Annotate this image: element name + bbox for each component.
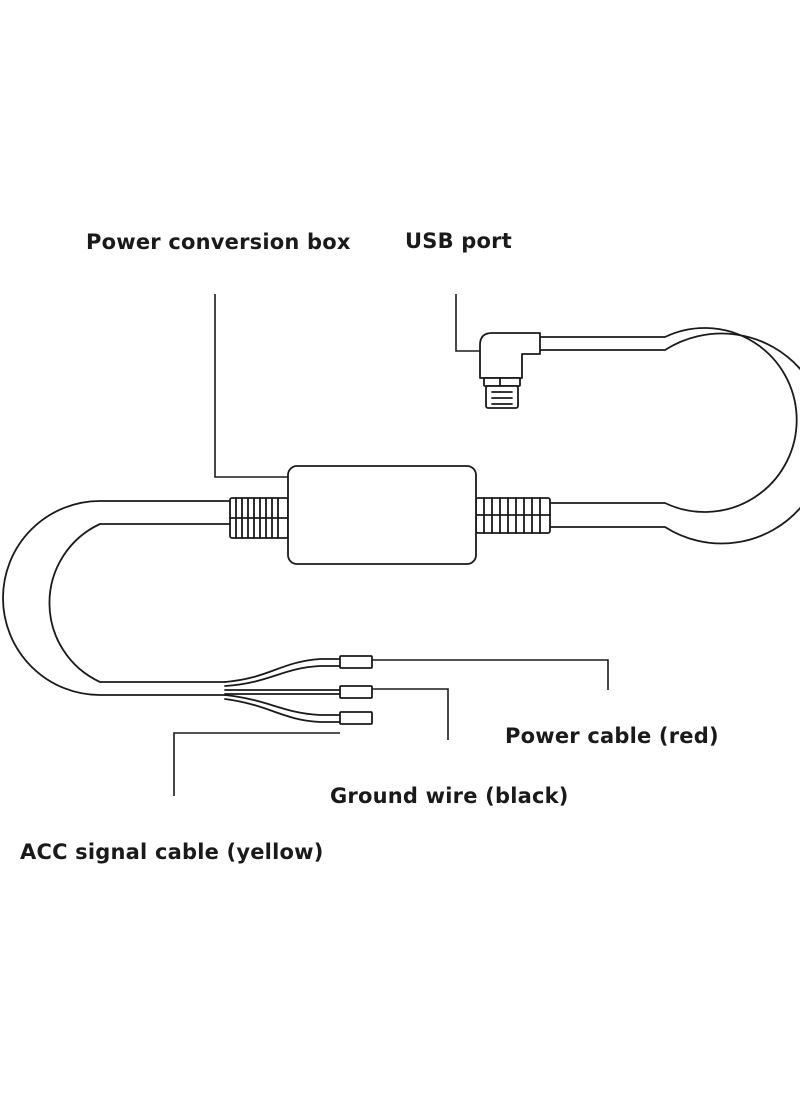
leader-acc-cable (173, 732, 340, 796)
usb-connector (479, 332, 541, 409)
label-ground-wire: Ground wire (black) (330, 784, 569, 808)
usb-cable-coil (539, 327, 800, 545)
power-cable-coil (2, 500, 239, 696)
split-wires (224, 658, 341, 723)
leader-ground-wire (372, 688, 449, 740)
leader-usb-port (455, 294, 480, 352)
power-conversion-box (287, 465, 477, 565)
label-acc-signal-cable: ACC signal cable (yellow) (20, 840, 324, 864)
label-usb-port: USB port (405, 229, 512, 253)
left-strain-relief (229, 497, 289, 539)
leader-power-cable (372, 659, 609, 690)
leader-power-box (214, 294, 288, 478)
label-power-cable: Power cable (red) (505, 724, 719, 748)
right-strain-relief (475, 497, 551, 534)
wire-terminals (339, 655, 373, 725)
label-power-conversion-box: Power conversion box (86, 230, 351, 254)
